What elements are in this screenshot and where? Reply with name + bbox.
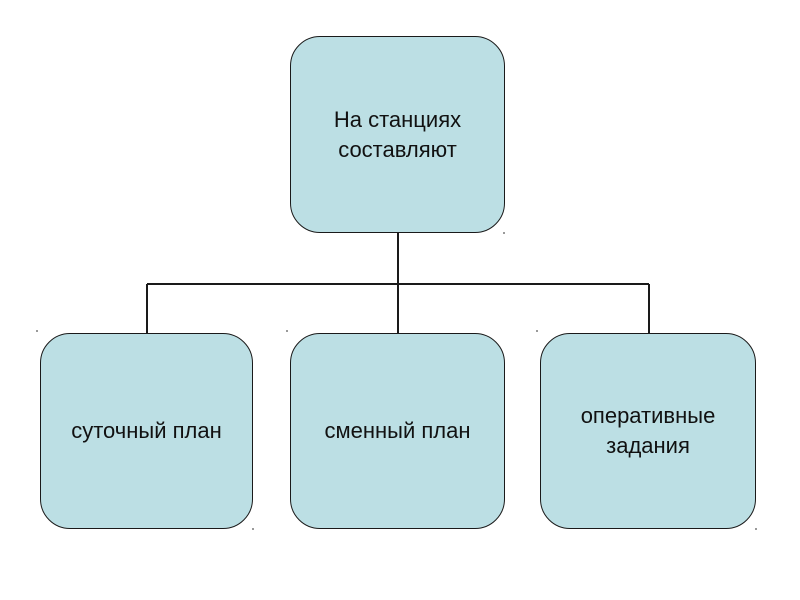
- corner-dot: [536, 330, 538, 332]
- node-daily-plan: суточный план: [40, 333, 253, 529]
- corner-dot: [286, 330, 288, 332]
- node-root-label: На станциях составляют: [333, 106, 462, 162]
- node-root: На станциях составляют: [290, 36, 505, 233]
- corner-dot: [755, 528, 757, 530]
- node-shift-plan-label: сменный план: [324, 418, 471, 443]
- node-operational-tasks-label: оперативные задания: [580, 403, 716, 458]
- node-operational-tasks: оперативные задания: [540, 333, 756, 529]
- corner-dot: [503, 232, 505, 234]
- corner-dot: [36, 330, 38, 332]
- node-daily-plan-label: суточный план: [71, 418, 222, 443]
- node-shift-plan: сменный план: [290, 333, 505, 529]
- corner-dot: [252, 528, 254, 530]
